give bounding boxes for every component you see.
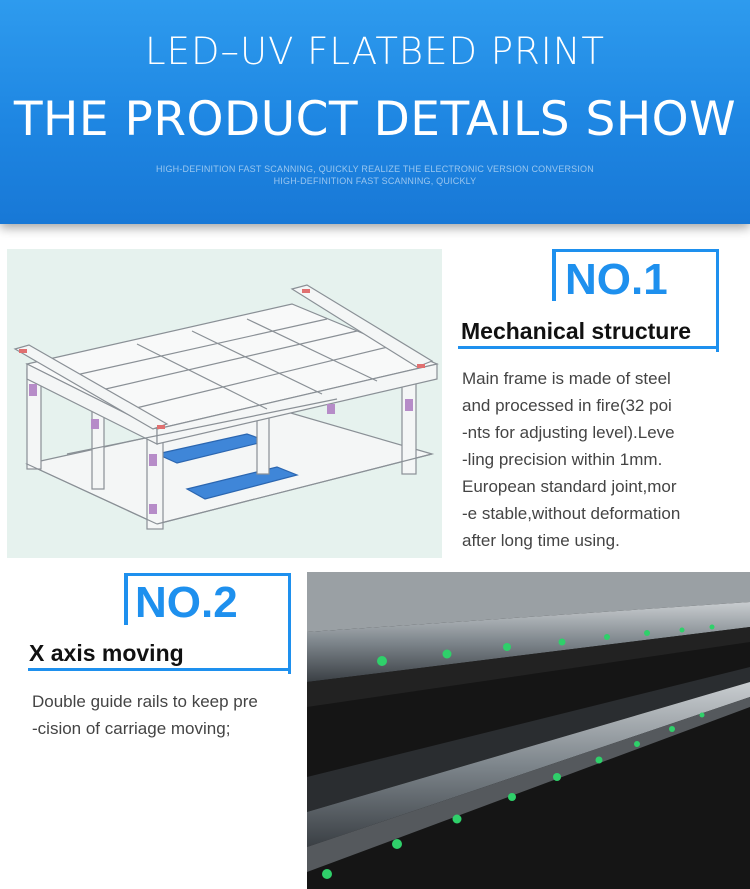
section1-title: Mechanical structure bbox=[461, 318, 692, 344]
no1-frame bbox=[552, 249, 719, 352]
guide-rail-photo bbox=[307, 572, 750, 889]
desc2-line: Double guide rails to keep pre bbox=[32, 692, 258, 711]
no2-frame bbox=[124, 573, 291, 674]
section2-description: Double guide rails to keep pre -cision o… bbox=[32, 688, 302, 742]
banner-title-line1: LED–UV FLATBED PRINT bbox=[145, 30, 605, 73]
section2-title: X axis moving bbox=[29, 640, 184, 666]
desc1-line: -e stable,without deformation bbox=[462, 504, 681, 523]
section2-underline bbox=[28, 668, 288, 671]
desc1-line: -nts for adjusting level).Leve bbox=[462, 423, 675, 442]
no2-label: NO.2 bbox=[135, 578, 238, 627]
desc1-line: Main frame is made of steel bbox=[462, 369, 671, 388]
section1-description: Main frame is made of steel and processe… bbox=[462, 365, 747, 554]
header-banner: LED–UV FLATBED PRINT THE PRODUCT DETAILS… bbox=[0, 0, 750, 224]
desc2-line: -cision of carriage moving; bbox=[32, 719, 231, 738]
banner-subtitle-1: HIGH-DEFINITION FAST SCANNING, QUICKLY R… bbox=[156, 164, 594, 174]
banner-subtitle-2: HIGH-DEFINITION FAST SCANNING, QUICKLY bbox=[273, 176, 477, 186]
desc1-line: European standard joint,mor bbox=[462, 477, 677, 496]
desc1-line: after long time using. bbox=[462, 531, 620, 550]
banner-title-line2: THE PRODUCT DETAILS SHOW bbox=[13, 92, 737, 147]
no1-label: NO.1 bbox=[565, 255, 668, 304]
desc1-line: and processed in fire(32 poi bbox=[462, 396, 672, 415]
frame-structure-image bbox=[7, 249, 442, 558]
section1-underline bbox=[458, 346, 716, 349]
desc1-line: -ling precision within 1mm. bbox=[462, 450, 663, 469]
